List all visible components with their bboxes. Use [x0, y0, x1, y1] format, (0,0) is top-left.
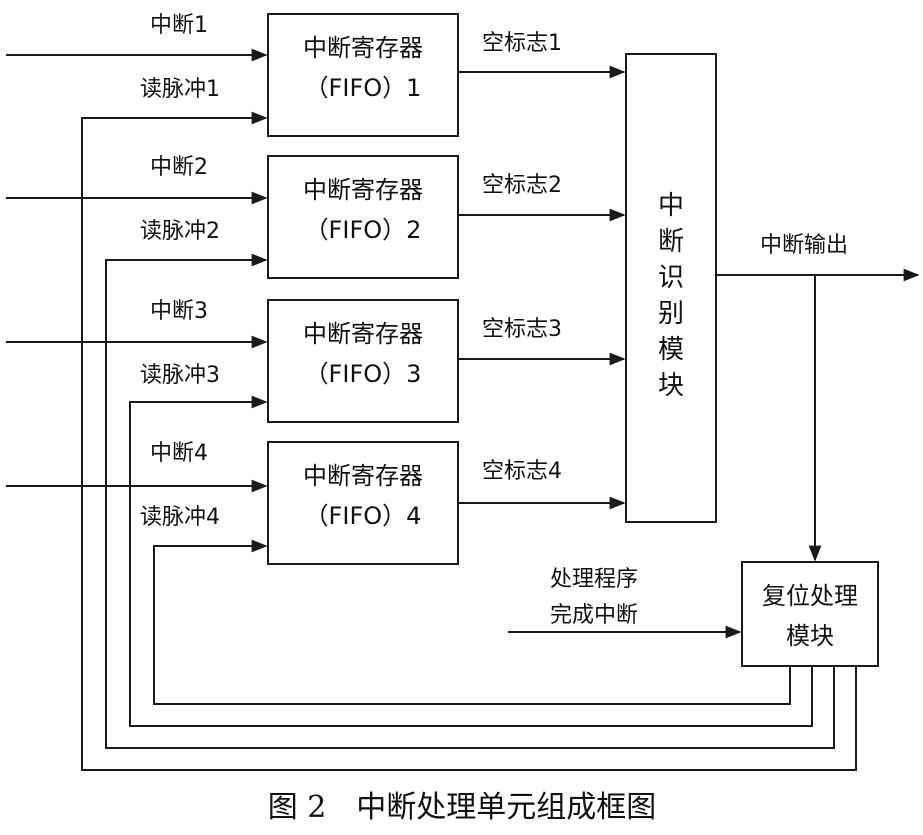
interrupt-4-label: 中断4: [150, 441, 208, 466]
identify-module-box: [625, 53, 717, 523]
identify-char-5: 模: [658, 335, 684, 365]
fifo-box-1: [267, 13, 459, 137]
interrupt-output-label: 中断输出: [760, 233, 848, 258]
handler-done-line2: 完成中断: [550, 603, 638, 628]
interrupt-1-label: 中断1: [150, 13, 208, 38]
reset-module-subtitle: 模块: [786, 622, 834, 650]
fifo-3-subtitle: （FIFO）3: [305, 360, 422, 388]
read-pulse-2-wire: [105, 253, 835, 749]
empty-flag-3-label: 空标志3: [482, 317, 562, 342]
interrupt-3-label: 中断3: [150, 299, 208, 324]
read-pulse-1-wire: [81, 111, 857, 771]
fifo-3-title: 中断寄存器: [303, 320, 423, 348]
fifo-1-subtitle: （FIFO）1: [305, 74, 422, 102]
read-pulse-1-label: 读脉冲1: [140, 77, 220, 102]
identify-char-6: 块: [658, 371, 684, 401]
identify-char-1: 中: [658, 191, 684, 221]
fifo-box-4: [267, 441, 459, 565]
fifo-4-title: 中断寄存器: [303, 462, 423, 490]
read-pulse-3-label: 读脉冲3: [140, 363, 220, 388]
fifo-box-2: [267, 155, 459, 279]
read-pulse-3-wire: [129, 395, 813, 727]
identify-char-4: 别: [658, 299, 684, 329]
read-pulse-4-label: 读脉冲4: [140, 505, 220, 530]
interrupt-2-label: 中断2: [150, 155, 208, 180]
handler-done-line1: 处理程序: [550, 567, 638, 592]
reset-module-box: [741, 561, 879, 667]
identify-char-3: 识: [658, 263, 684, 293]
fifo-4-subtitle: （FIFO）4: [305, 502, 422, 530]
read-pulse-2-label: 读脉冲2: [140, 219, 220, 244]
fifo-2-subtitle: （FIFO）2: [305, 216, 422, 244]
empty-flag-1-label: 空标志1: [482, 31, 562, 56]
fifo-1-title: 中断寄存器: [303, 34, 423, 62]
empty-flag-2-label: 空标志2: [482, 173, 562, 198]
empty-flag-4-label: 空标志4: [482, 459, 562, 484]
figure-caption: 图 2 中断处理单元组成框图: [268, 790, 657, 825]
read-pulse-4-wire: [153, 539, 791, 705]
identify-char-2: 断: [658, 227, 684, 257]
fifo-2-title: 中断寄存器: [303, 176, 423, 204]
reset-module-title: 复位处理: [762, 582, 858, 610]
fifo-box-3: [267, 299, 459, 423]
